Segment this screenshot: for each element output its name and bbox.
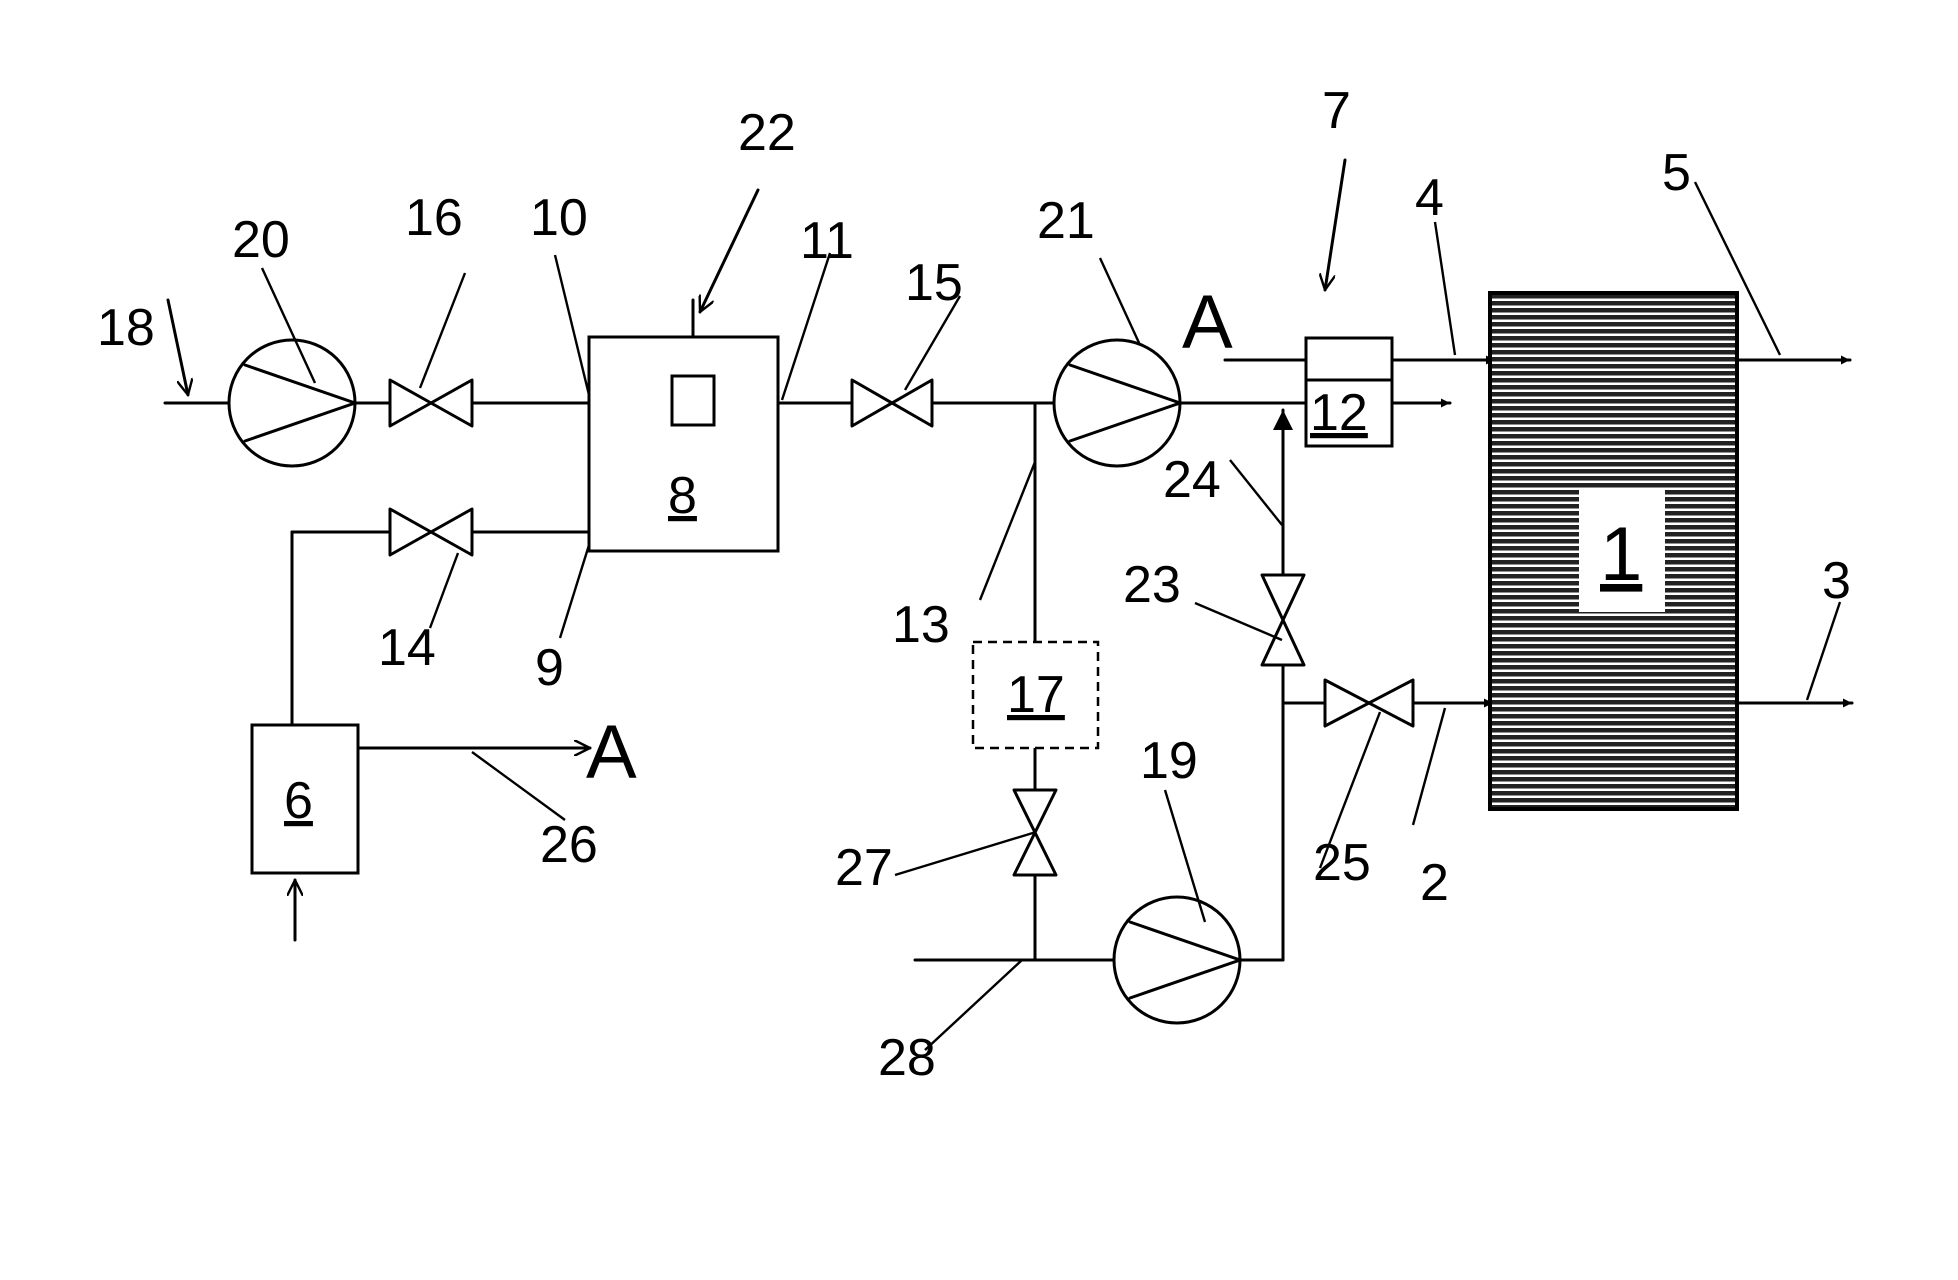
label-23: 23 xyxy=(1123,556,1181,614)
label-16: 16 xyxy=(405,189,463,247)
label-24: 24 xyxy=(1163,451,1221,509)
label-18: 18 xyxy=(97,299,155,357)
connector-a-top: A xyxy=(1182,280,1233,365)
label-6: 6 xyxy=(284,772,313,830)
pump-20 xyxy=(229,340,355,466)
label-13: 13 xyxy=(892,596,950,654)
label-27: 27 xyxy=(835,839,893,897)
box-8-sensor xyxy=(672,376,714,425)
label-28: 28 xyxy=(878,1029,936,1087)
label-8: 8 xyxy=(668,467,697,525)
label-17: 17 xyxy=(1007,666,1065,724)
label-22: 22 xyxy=(738,104,796,162)
connector-a-bottom: A xyxy=(586,710,637,795)
pump-21 xyxy=(1054,340,1180,466)
label-2: 2 xyxy=(1420,854,1449,912)
label-11: 11 xyxy=(800,212,854,270)
label-9: 9 xyxy=(535,639,564,697)
label-7: 7 xyxy=(1322,82,1351,140)
valve-14 xyxy=(390,509,472,555)
valve-15 xyxy=(852,380,932,426)
valve-23 xyxy=(1262,575,1304,665)
label-20: 20 xyxy=(232,211,290,269)
valve-25 xyxy=(1325,680,1413,726)
pump-19 xyxy=(1114,897,1240,1023)
label-25: 25 xyxy=(1313,834,1371,892)
label-14: 14 xyxy=(378,619,436,677)
label-10: 10 xyxy=(530,189,588,247)
label-19: 19 xyxy=(1140,732,1198,790)
label-4: 4 xyxy=(1415,169,1444,227)
label-21: 21 xyxy=(1037,192,1095,250)
label-3: 3 xyxy=(1822,552,1851,610)
label-15: 15 xyxy=(905,254,963,312)
label-1: 1 xyxy=(1600,512,1642,597)
valve-16 xyxy=(390,380,472,426)
label-5: 5 xyxy=(1662,144,1691,202)
label-12: 12 xyxy=(1310,384,1368,442)
label-26: 26 xyxy=(540,816,598,874)
